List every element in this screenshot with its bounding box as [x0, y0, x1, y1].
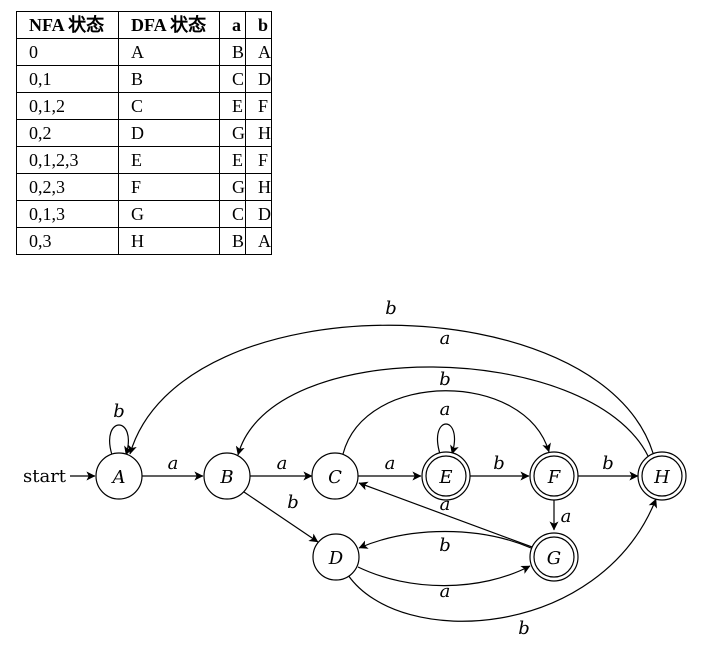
table-row: 0,2 D G H [16, 119, 272, 147]
label-H-B: a [440, 328, 451, 349]
state-D-label: D [328, 548, 344, 569]
cell-a: G [219, 119, 246, 147]
state-F-label: F [547, 467, 562, 488]
state-E-label: E [438, 467, 452, 488]
table-row: 0,2,3 F G H [16, 173, 272, 201]
label-C-E: a [385, 453, 396, 474]
state-E: E [421, 451, 471, 501]
label-H-A: b [385, 298, 397, 319]
label-F-H: b [602, 453, 614, 474]
label-B-D: b [287, 492, 299, 513]
label-G-C: a [440, 494, 451, 515]
cell-b: D [245, 65, 272, 93]
label-G-D: b [439, 535, 451, 556]
edge-H-A [128, 324, 654, 455]
label-A-A: b [113, 401, 125, 422]
dfa-state-table: NFA 状态 DFA 状态 a b 0 A B A 0,1 B C D 0,1,… [16, 11, 272, 255]
cell-b: A [245, 227, 272, 255]
label-E-F: b [493, 453, 505, 474]
state-H-label: H [653, 467, 670, 488]
state-G: G [529, 532, 579, 582]
cell-b: D [245, 200, 272, 228]
header-dfa-state: DFA 状态 [118, 11, 220, 39]
state-C-label: C [328, 467, 342, 488]
cell-nfa: 0,3 [16, 227, 119, 255]
cell-dfa: G [118, 200, 220, 228]
state-C: C [311, 452, 359, 500]
edge-D-G [357, 565, 531, 587]
state-A: A [95, 452, 143, 500]
cell-dfa: E [118, 146, 220, 174]
edge-D-H [347, 498, 658, 622]
cell-a: C [219, 65, 246, 93]
label-D-H: b [518, 618, 530, 639]
edge-E-E [437, 423, 459, 455]
table-row: 0,3 H B A [16, 227, 272, 255]
cell-b: H [245, 173, 272, 201]
cell-a: G [219, 173, 246, 201]
state-A-label: A [111, 467, 126, 488]
state-B-label: B [219, 467, 233, 488]
state-F: F [529, 451, 579, 501]
label-C-F: b [439, 369, 451, 390]
label-F-G: a [561, 506, 572, 527]
edge-G-C [358, 481, 533, 548]
label-B-C: a [277, 453, 288, 474]
table-row: 0,1,3 G C D [16, 200, 272, 228]
edge-A-A [109, 424, 133, 456]
edge-H-B [235, 366, 649, 457]
label-A-B: a [168, 453, 179, 474]
state-D: D [312, 533, 360, 581]
state-H: H [637, 451, 687, 501]
cell-dfa: A [118, 38, 220, 66]
start-label: start [23, 466, 67, 487]
state-B: B [203, 452, 251, 500]
edge-B-D [243, 491, 319, 543]
cell-nfa: 0,1,2 [16, 92, 119, 120]
table-header-row: NFA 状态 DFA 状态 a b [16, 11, 272, 39]
label-E-E: a [440, 399, 451, 420]
header-nfa-state: NFA 状态 [16, 11, 119, 39]
edge-G-D [358, 530, 532, 549]
cell-a: E [219, 92, 246, 120]
edge-C-F [342, 390, 551, 455]
cell-nfa: 0,2 [16, 119, 119, 147]
cell-b: F [245, 146, 272, 174]
cell-nfa: 0,1,2,3 [16, 146, 119, 174]
table-row: 0,1,2 C E F [16, 92, 272, 120]
state-G-label: G [547, 548, 561, 569]
label-D-G: a [440, 581, 451, 602]
cell-b: F [245, 92, 272, 120]
table-row: 0,1,2,3 E E F [16, 146, 272, 174]
cell-nfa: 0,1,3 [16, 200, 119, 228]
